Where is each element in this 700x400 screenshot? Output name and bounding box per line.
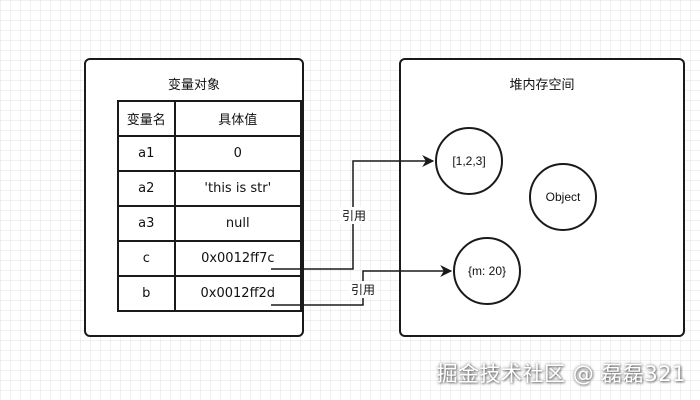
var-name-cell: b (117, 275, 176, 312)
heap-m-node: {m: 20} (453, 237, 521, 305)
table-header-row: 变量名 具体值 (117, 100, 303, 137)
heap-memory-title: 堆内存空间 (509, 78, 575, 93)
var-value-cell: 'this is str' (173, 170, 303, 207)
table-row: a1 0 (117, 135, 303, 172)
variable-table: 变量名 具体值 a1 0 a2 'this is str' a3 null c … (117, 100, 303, 312)
reference-label-b: 引用 (349, 281, 378, 298)
header-value: 具体值 (173, 100, 303, 137)
var-value-cell: 0x0012ff2d (173, 275, 303, 312)
heap-object-node: Object (529, 163, 597, 231)
heap-object-label: Object (545, 190, 581, 204)
header-variable-name: 变量名 (117, 100, 176, 137)
var-value-cell: null (173, 205, 303, 242)
variable-object-title: 变量对象 (167, 78, 220, 93)
watermark: 掘金技术社区 @ 磊磊321 (436, 362, 686, 386)
table-row: c 0x0012ff7c (117, 240, 303, 277)
var-name-cell: a1 (117, 135, 176, 172)
var-name-cell: a2 (117, 170, 176, 207)
variable-object-panel: 变量对象 变量名 具体值 a1 0 a2 'this is str' a3 nu… (84, 58, 304, 337)
table-row: a3 null (117, 205, 303, 242)
heap-m-label: {m: 20} (467, 264, 507, 278)
heap-array-label: [1,2,3] (452, 154, 486, 168)
table-row: b 0x0012ff2d (117, 275, 303, 312)
var-value-cell: 0 (173, 135, 303, 172)
table-row: a2 'this is str' (117, 170, 303, 207)
heap-array-node: [1,2,3] (435, 127, 503, 195)
var-value-cell: 0x0012ff7c (173, 240, 303, 277)
reference-label-c: 引用 (340, 207, 369, 224)
var-name-cell: c (117, 240, 176, 277)
var-name-cell: a3 (117, 205, 176, 242)
